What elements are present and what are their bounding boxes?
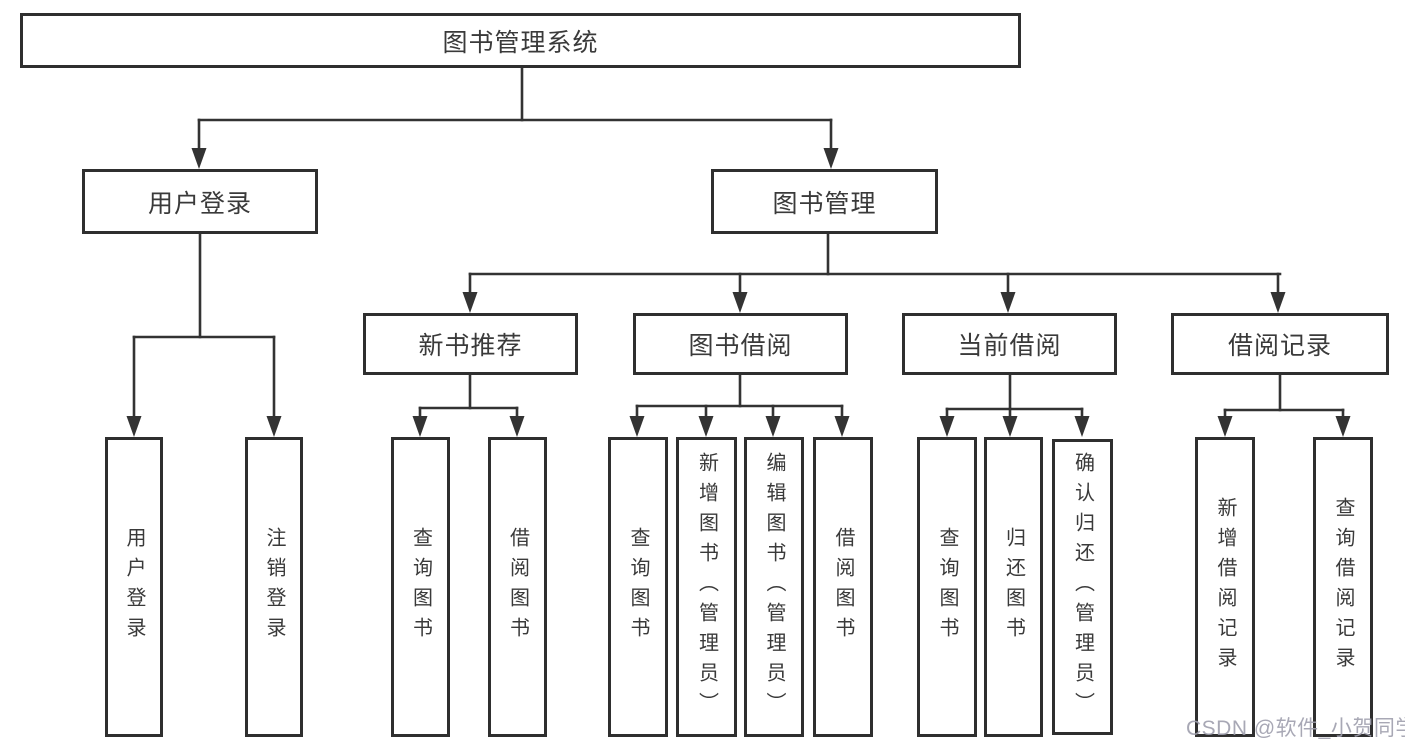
arrowhead-down-icon <box>126 416 142 437</box>
leaf-add-books-admin: 新增图书（管理员） <box>676 437 737 737</box>
leaf-label: 确认归还（管理员） <box>1071 452 1094 722</box>
leaf-add-borrow-record: 新增借阅记录 <box>1195 437 1255 737</box>
leaf-return-books: 归还图书 <box>984 437 1043 737</box>
arrowhead-down-icon <box>1217 416 1233 437</box>
leaf-label: 注销登录 <box>263 527 285 647</box>
arrowhead-down-icon <box>834 416 850 437</box>
leaf-label: 编辑图书（管理员） <box>763 452 785 722</box>
leaf-label: 归还图书 <box>1002 527 1025 647</box>
leaf-label: 新增图书（管理员） <box>695 452 718 722</box>
arrowhead-down-icon <box>191 148 207 169</box>
arrowhead-down-icon <box>1270 292 1286 313</box>
node-label: 借阅记录 <box>1227 332 1332 360</box>
leaf-query-books: 查询图书 <box>391 437 450 737</box>
leaf-label: 查询图书 <box>409 527 432 647</box>
leaf-query-books: 查询图书 <box>608 437 668 737</box>
leaf-borrow-books: 借阅图书 <box>813 437 873 737</box>
leaf-label: 查询图书 <box>936 527 958 647</box>
leaf-query-books: 查询图书 <box>917 437 977 737</box>
arrowhead-down-icon <box>732 292 748 313</box>
arrowhead-down-icon <box>823 148 839 169</box>
node-user-login: 用户登录 <box>82 169 318 234</box>
node-label: 用户登录 <box>147 189 252 218</box>
leaf-edit-books-admin: 编辑图书（管理员） <box>744 437 804 737</box>
arrowhead-down-icon <box>698 416 714 437</box>
arrowhead-down-icon <box>1000 292 1016 313</box>
leaf-label: 查询借阅记录 <box>1332 497 1354 677</box>
arrowhead-down-icon <box>1074 416 1090 437</box>
node-label: 图书管理系统 <box>442 28 599 57</box>
arrowhead-down-icon <box>266 416 282 437</box>
node-book-borrowing: 图书借阅 <box>633 313 848 375</box>
arrowhead-down-icon <box>1335 416 1351 437</box>
arrowhead-down-icon <box>939 416 955 437</box>
leaf-query-borrow-record: 查询借阅记录 <box>1313 437 1373 737</box>
node-new-book-recommend: 新书推荐 <box>363 313 578 375</box>
leaf-label: 查询图书 <box>627 527 649 647</box>
leaf-user-login: 用户登录 <box>105 437 163 737</box>
leaf-label: 用户登录 <box>123 527 145 647</box>
leaf-label: 借阅图书 <box>506 527 529 647</box>
arrowhead-down-icon <box>412 416 428 437</box>
node-label: 新书推荐 <box>418 332 523 360</box>
node-label: 图书管理 <box>772 189 877 218</box>
leaf-logout: 注销登录 <box>245 437 303 737</box>
node-book-management: 图书管理 <box>711 169 938 234</box>
node-label: 图书借阅 <box>688 332 793 360</box>
leaf-confirm-return-admin: 确认归还（管理员） <box>1052 439 1113 735</box>
node-label: 当前借阅 <box>957 332 1062 360</box>
arrowhead-down-icon <box>462 292 478 313</box>
arrowhead-down-icon <box>509 416 525 437</box>
leaf-label: 新增借阅记录 <box>1214 497 1236 677</box>
node-current-borrowing: 当前借阅 <box>902 313 1117 375</box>
leaf-borrow-books: 借阅图书 <box>488 437 547 737</box>
node-library-management-system: 图书管理系统 <box>20 13 1021 68</box>
arrowhead-down-icon <box>1002 416 1018 437</box>
arrowhead-down-icon <box>765 416 781 437</box>
node-borrowing-records: 借阅记录 <box>1171 313 1389 375</box>
leaf-label: 借阅图书 <box>832 527 854 647</box>
arrowhead-down-icon <box>629 416 645 437</box>
